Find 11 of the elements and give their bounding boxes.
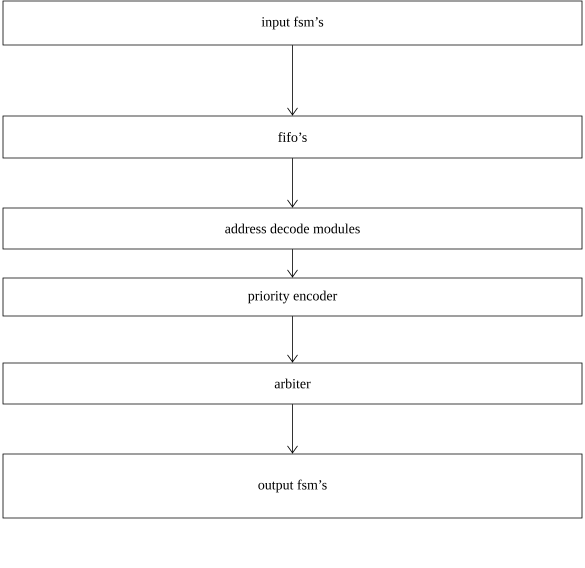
process-box: priority encoder bbox=[2, 278, 582, 316]
process-box: address decode modules bbox=[2, 208, 582, 250]
arrow bbox=[287, 404, 298, 454]
process-box: fifo’s bbox=[2, 116, 582, 158]
arrow bbox=[287, 316, 298, 363]
arrow bbox=[287, 158, 298, 208]
arrow bbox=[287, 248, 298, 278]
process-box: output fsm’s bbox=[2, 454, 582, 518]
process-box: input fsm’s bbox=[2, 0, 582, 46]
process-box: arbiter bbox=[2, 362, 582, 404]
arrow bbox=[287, 45, 298, 116]
